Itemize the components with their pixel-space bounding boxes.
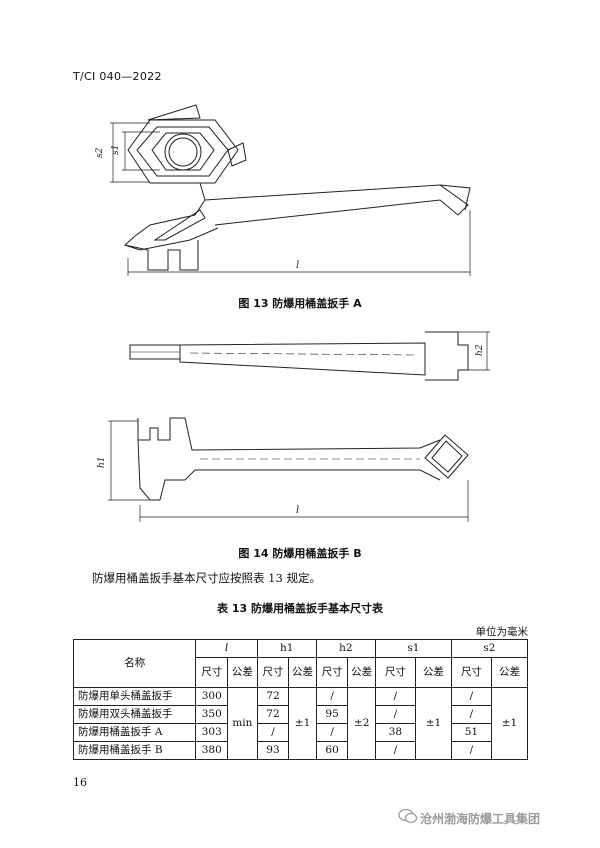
table-row: 防爆用单头桶盖扳手 300 min 72 ±1 / ±2 / ±1 / ±1 bbox=[72, 687, 528, 760]
row-name: 防爆用双头桶盖扳手 bbox=[72, 705, 197, 724]
l-value: 303 bbox=[195, 723, 229, 742]
tol-header: 公差 bbox=[347, 657, 376, 688]
wrench-a-drawing bbox=[110, 104, 471, 276]
s1-tolerance: ±1 bbox=[414, 687, 452, 760]
l-value: 300 bbox=[195, 687, 229, 706]
row-name: 防爆用单头桶盖扳手 bbox=[72, 687, 197, 706]
table-row: 防爆用桶盖扳手 B 380 93 60 / / bbox=[72, 741, 528, 760]
table-header-row-1: 名称 l h1 h2 s1 s2 bbox=[72, 639, 529, 688]
figure-14-caption: 图 14 防爆用桶盖扳手 B bbox=[238, 547, 362, 560]
h2-value: / bbox=[315, 687, 349, 706]
col-s2-header: s2 bbox=[450, 639, 529, 658]
technical-drawings: s2 s1 l h2 h1 l bbox=[95, 104, 490, 522]
col-name-header: 名称 bbox=[72, 639, 197, 688]
size-header: 尺寸 bbox=[315, 657, 349, 688]
h1-value: 93 bbox=[256, 741, 290, 760]
s1-value: / bbox=[374, 741, 416, 760]
s1-value: 38 bbox=[374, 723, 416, 742]
h1-value: / bbox=[256, 723, 290, 742]
size-header: 尺寸 bbox=[256, 657, 290, 688]
wrench-b-side-drawing bbox=[108, 417, 469, 522]
h2-value: 95 bbox=[315, 705, 349, 724]
tol-header: 公差 bbox=[288, 657, 317, 688]
col-h2-header: h2 bbox=[315, 639, 376, 658]
dim-h1-label: h1 bbox=[97, 456, 107, 468]
l-tolerance: min bbox=[227, 687, 258, 760]
row-name: 防爆用桶盖扳手 A bbox=[72, 723, 197, 742]
table-row: 防爆用双头桶盖扳手 350 72 95 / / bbox=[72, 705, 528, 724]
h1-value: 72 bbox=[256, 705, 290, 724]
tol-header: 公差 bbox=[227, 657, 258, 688]
s2-value: / bbox=[450, 687, 493, 706]
s2-value: 51 bbox=[450, 723, 493, 742]
table-row: 防爆用桶盖扳手 A 303 / / 38 51 bbox=[72, 723, 528, 742]
tol-header: 公差 bbox=[414, 657, 452, 688]
l-value: 380 bbox=[195, 741, 229, 760]
watermark: 沧州渤海防爆工具集团 bbox=[420, 812, 541, 826]
figure-13-caption: 图 13 防爆用桶盖扳手 A bbox=[238, 297, 362, 310]
h2-tolerance: ±2 bbox=[347, 687, 376, 760]
l-value: 350 bbox=[195, 705, 229, 724]
dim-h2-label: h2 bbox=[475, 344, 485, 356]
body-paragraph: 防爆用桶盖扳手基本尺寸应按照表 13 规定。 bbox=[92, 571, 321, 585]
size-header: 尺寸 bbox=[450, 657, 493, 688]
size-header: 尺寸 bbox=[374, 657, 416, 688]
row-name: 防爆用桶盖扳手 B bbox=[72, 741, 197, 760]
dimension-table: 名称 l h1 h2 s1 s2 尺寸 公差 尺寸 公差 尺寸 公差 尺寸 公差… bbox=[72, 639, 529, 760]
h1-tolerance: ±1 bbox=[288, 687, 317, 760]
size-header: 尺寸 bbox=[195, 657, 229, 688]
standard-code: T/CI 040—2022 bbox=[73, 70, 162, 83]
s1-value: / bbox=[374, 687, 416, 706]
table-caption: 表 13 防爆用桶盖扳手基本尺寸表 bbox=[217, 602, 383, 615]
dim-l-label-a: l bbox=[296, 260, 299, 271]
col-s1-header: s1 bbox=[374, 639, 452, 658]
s2-tolerance: ±1 bbox=[491, 687, 528, 760]
h2-value: 60 bbox=[315, 741, 349, 760]
dim-l-label-b: l bbox=[296, 505, 299, 516]
h2-value: / bbox=[315, 723, 349, 742]
s2-value: / bbox=[450, 741, 493, 760]
wechat-icon bbox=[398, 808, 418, 824]
col-h1-header: h1 bbox=[256, 639, 317, 658]
dim-s1-label: s1 bbox=[111, 145, 121, 155]
s2-value: / bbox=[450, 705, 493, 724]
h1-value: 72 bbox=[256, 687, 290, 706]
s1-value: / bbox=[374, 705, 416, 724]
tol-header: 公差 bbox=[491, 657, 528, 688]
unit-note: 单位为毫米 bbox=[475, 626, 529, 638]
dim-s2-label: s2 bbox=[95, 147, 105, 158]
col-l-header: l bbox=[195, 639, 258, 658]
wrench-b-top-drawing bbox=[129, 331, 490, 381]
page-number: 16 bbox=[73, 776, 87, 789]
